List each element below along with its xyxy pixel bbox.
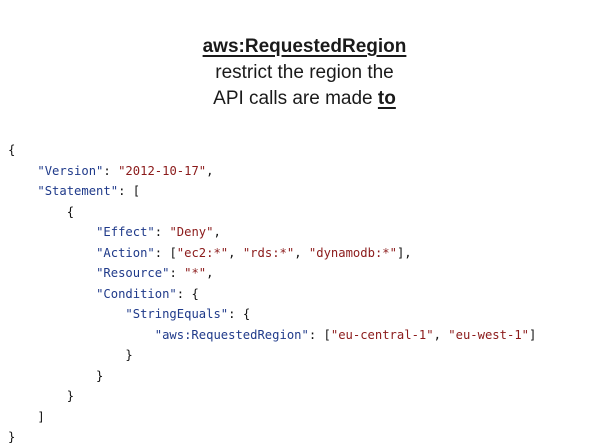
effect-key: "Effect" xyxy=(96,225,155,239)
resource-key: "Resource" xyxy=(96,266,170,280)
requested-region-key: "aws:RequestedRegion" xyxy=(154,327,309,342)
action-key: "Action" xyxy=(96,245,155,260)
subtitle-emphasis: to xyxy=(377,88,396,109)
code-line-8: "Condition": { xyxy=(96,286,199,301)
code-line-13: } xyxy=(8,389,75,403)
slide-heading: aws:RequestedRegion restrict the region … xyxy=(0,34,609,112)
subtitle-line-1: restrict the region the xyxy=(215,62,394,83)
code-line-15: } xyxy=(8,430,16,444)
policy-json-code-block: { "Version": "2012-10-17", "Statement": … xyxy=(8,140,536,448)
action-value: "ec2:*" xyxy=(176,245,229,260)
code-line-6: "Action": ["ec2:*", "rds:*", "dynamodb:*… xyxy=(96,245,412,260)
code-line-12: } xyxy=(8,368,104,383)
code-line-1: { xyxy=(8,143,16,157)
statement-key: "Statement" xyxy=(37,184,119,198)
effect-value: "Deny" xyxy=(169,225,214,239)
condition-key: "Condition" xyxy=(96,286,177,301)
version-key: "Version" xyxy=(37,163,104,178)
resource-value: "*" xyxy=(184,266,207,280)
code-line-11: } xyxy=(8,348,133,362)
code-line-7: "Resource": "*", xyxy=(96,266,214,280)
code-line-5: "Effect": "Deny", xyxy=(96,225,221,239)
code-line-4: { xyxy=(8,204,75,219)
operator-key: "StringEquals" xyxy=(125,307,229,321)
region-value: "eu-west-1" xyxy=(448,327,529,342)
action-value: "dynamodb:*" xyxy=(308,245,397,260)
code-line-9: "StringEquals": { xyxy=(125,307,251,321)
version-value: "2012-10-17" xyxy=(118,163,207,178)
title-text: aws:RequestedRegion xyxy=(202,36,407,57)
subtitle-line-2: API calls are made to xyxy=(0,86,609,112)
action-value: "rds:*" xyxy=(242,245,295,260)
code-line-3: "Statement": [ xyxy=(37,184,141,198)
slide-title: aws:RequestedRegion xyxy=(0,34,609,60)
region-value: "eu-central-1" xyxy=(330,327,434,342)
subtitle-line-2-text: API calls are made xyxy=(213,88,378,109)
code-line-2: "Version": "2012-10-17", xyxy=(37,163,214,178)
code-line-10: "aws:RequestedRegion": ["eu-central-1", … xyxy=(154,327,537,342)
code-line-14: ] xyxy=(8,409,45,424)
